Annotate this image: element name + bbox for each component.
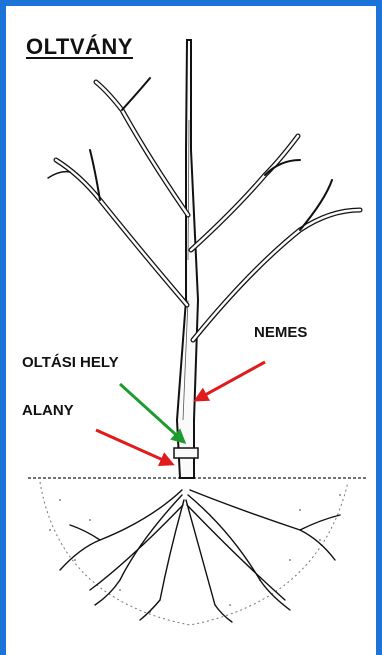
graft-union [173, 447, 199, 459]
alany-arrow [95, 428, 175, 466]
roots [59, 489, 341, 623]
label-nemes: NEMES [254, 324, 308, 341]
oltasi-hely-arrow [118, 382, 187, 445]
arrows [95, 360, 266, 466]
diagram-title: OLTVÁNY [26, 34, 133, 59]
nemes-arrow [193, 360, 266, 402]
label-alany: ALANY [22, 402, 74, 419]
branches [47, 77, 363, 343]
trunk [173, 39, 200, 479]
label-oltasi-hely: OLTÁSI HELY [22, 354, 119, 371]
